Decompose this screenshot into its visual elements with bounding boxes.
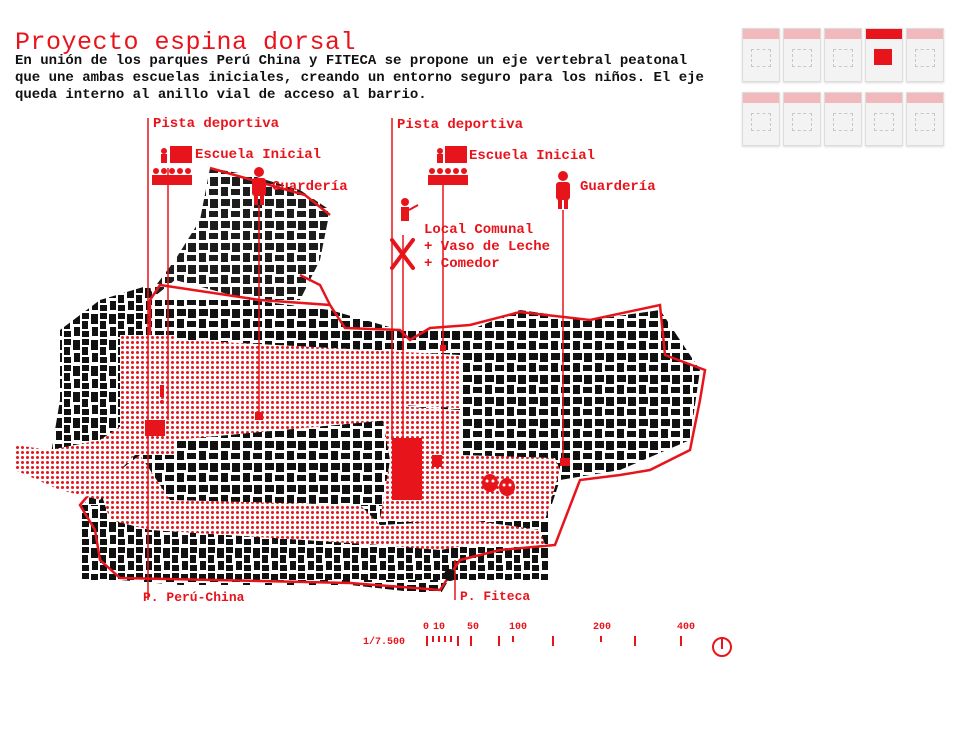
scale-tick-label: 50 (467, 622, 480, 633)
escuela-block-2 (432, 455, 442, 467)
north-road-outline-2 (299, 273, 332, 306)
guarderia-block-2 (560, 458, 570, 466)
food-icon (390, 238, 415, 270)
scale-tick-label: 200 (593, 622, 612, 633)
nursery-icon (556, 171, 570, 209)
thumbnail[interactable] (824, 28, 862, 82)
scale-ticks (426, 636, 682, 646)
thumbnail[interactable] (783, 28, 821, 82)
scale-ratio: 1/7.500 (363, 637, 406, 648)
pedestrian-spine (15, 340, 460, 500)
leader-lines (147, 118, 564, 600)
north-road-outline (209, 166, 331, 216)
description: En unión de los parques Perú China y FIT… (15, 53, 704, 103)
label-local-comunal: Local Comunal (424, 222, 534, 238)
label-guarderia-2: Guardería (580, 179, 656, 195)
thumbnail[interactable] (906, 28, 944, 82)
label-escuela-inicial-2: Escuela Inicial (469, 148, 596, 164)
scale-tick-label: 10 (433, 622, 446, 633)
school-icon (428, 146, 468, 185)
fiteca-landmark (444, 569, 456, 581)
label-guarderia-1: Guardería (272, 179, 348, 195)
thumbnail[interactable] (783, 92, 821, 146)
label-pista-deportiva-2: Pista deportiva (397, 117, 524, 133)
north-arrow-icon (712, 637, 732, 657)
thumbnail[interactable] (824, 92, 862, 146)
label-pista-deportiva-1: Pista deportiva (153, 116, 280, 132)
label-vaso-de-leche: + Vaso de Leche (424, 239, 551, 255)
theater-icon (482, 474, 515, 496)
thumbnail[interactable] (742, 28, 780, 82)
scale-tick-label: 0 (423, 622, 430, 633)
label-comedor: + Comedor (424, 256, 500, 272)
pedestrian-spine-south (100, 455, 545, 550)
thumbnail[interactable] (906, 92, 944, 146)
scale-bar: 1/7.500 0 10 50 100 200 400 (363, 622, 743, 662)
community-icon (401, 198, 419, 221)
thumbnail-panel (738, 24, 948, 148)
scale-tick-label: 100 (509, 622, 528, 633)
nursery-icon (252, 167, 266, 205)
guarderia-block-1 (255, 412, 263, 420)
ring-road-outline (78, 283, 707, 592)
label-parque-peru-china: P. Perú-China (143, 590, 245, 605)
sport-marker (160, 385, 164, 404)
label-parque-fiteca: P. Fiteca (460, 589, 531, 604)
scale-tick-label: 400 (677, 622, 696, 633)
thumbnail[interactable] (742, 92, 780, 146)
thumbnail-active[interactable] (865, 28, 903, 82)
page-title: Proyecto espina dorsal (15, 28, 357, 57)
local-comunal-block (392, 438, 422, 500)
label-escuela-inicial-1: Escuela Inicial (195, 147, 322, 163)
thumbnail[interactable] (865, 92, 903, 146)
school-icon (152, 146, 192, 185)
escuela-block-1 (145, 420, 165, 436)
built-area-north (130, 168, 330, 320)
